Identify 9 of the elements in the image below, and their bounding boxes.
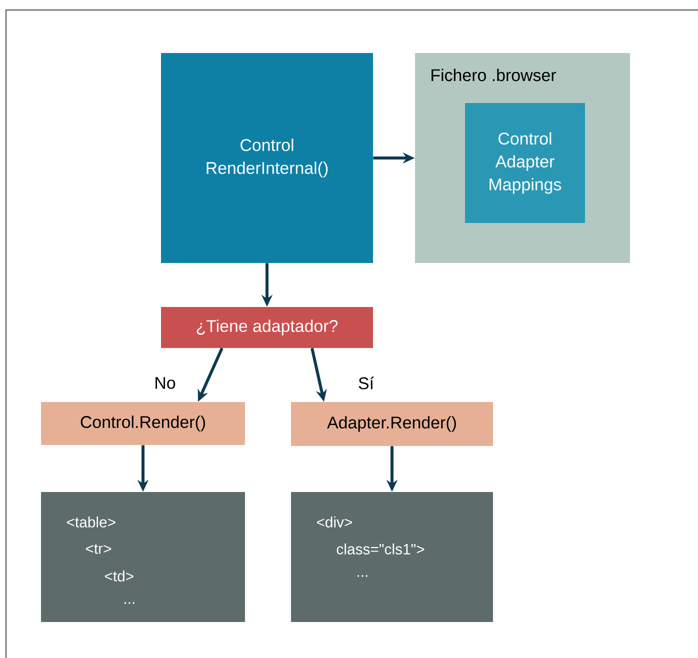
- decision-box: ¿Tiene adaptador?: [161, 306, 373, 348]
- code-box: <table> <tr> <td> ...: [41, 492, 245, 622]
- method-box: Adapter.Render(): [291, 402, 493, 446]
- edge-label: Sí: [357, 376, 375, 390]
- code-box: <div> class="cls1"> ...: [291, 492, 493, 622]
- method-box: Control.Render(): [41, 402, 245, 445]
- process-box: Control Adapter Mappings: [465, 102, 585, 223]
- edge-label: No: [153, 376, 177, 390]
- process-box: Control RenderInternal(): [161, 53, 373, 263]
